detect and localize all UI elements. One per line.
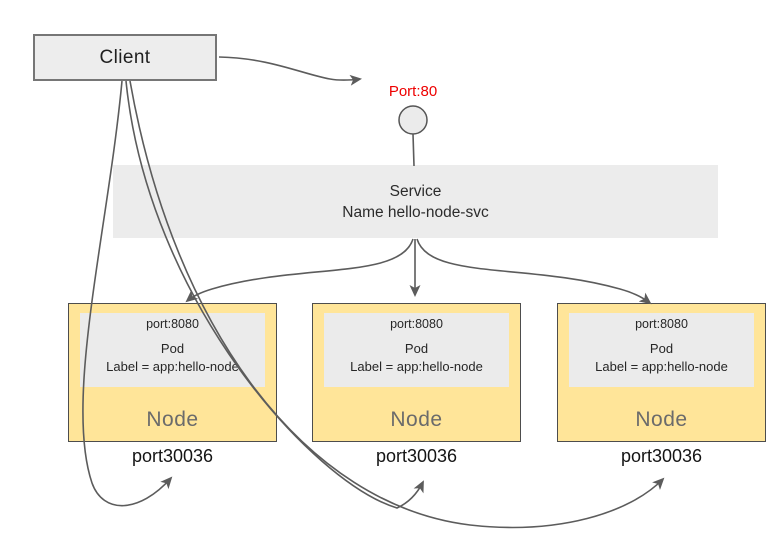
pod-title: Pod (404, 341, 429, 356)
pod-port-label: port:8080 (146, 317, 199, 331)
node-box-2: port:8080 Pod Label = app:hello-node Nod… (312, 303, 521, 442)
service-to-node3-arrow (416, 238, 652, 305)
pod-box-1: port:8080 Pod Label = app:hello-node (80, 313, 265, 387)
pod-port-label: port:8080 (390, 317, 443, 331)
pod-title: Pod (649, 341, 674, 356)
client-box: Client (33, 34, 217, 81)
port-circle-stem-line (412, 133, 415, 167)
node-label: Node (390, 408, 443, 431)
pod-box-2: port:8080 Pod Label = app:hello-node (324, 313, 509, 387)
client-label: Client (99, 46, 151, 68)
service-port-label: Port:80 (388, 83, 438, 100)
node-box-3: port:8080 Pod Label = app:hello-node Nod… (557, 303, 766, 442)
pod-selector-label: Label = app:hello-node (350, 359, 483, 374)
node-box-1: port:8080 Pod Label = app:hello-node Nod… (68, 303, 277, 442)
node-label: Node (146, 408, 199, 431)
client-to-node2-port-arrow (125, 80, 424, 509)
pod-selector-label: Label = app:hello-node (106, 359, 239, 374)
node-port-label-2: port30036 (375, 446, 458, 466)
pod-title: Pod (160, 341, 185, 356)
node-port-label-3: port30036 (620, 446, 703, 466)
pod-port-label: port:8080 (635, 317, 688, 331)
node-port-label-1: port30036 (131, 446, 214, 466)
pod-selector-label: Label = app:hello-node (595, 359, 728, 374)
pod-box-3: port:8080 Pod Label = app:hello-node (569, 313, 754, 387)
client-to-service-port-arrow (218, 56, 362, 86)
node-label: Node (635, 408, 688, 431)
service-name: Name hello-node-svc (342, 203, 489, 221)
service-title: Service (389, 182, 442, 200)
service-port-circle (398, 105, 428, 135)
service-box: Service Name hello-node-svc (113, 165, 718, 238)
service-to-node1-arrow (185, 238, 414, 303)
